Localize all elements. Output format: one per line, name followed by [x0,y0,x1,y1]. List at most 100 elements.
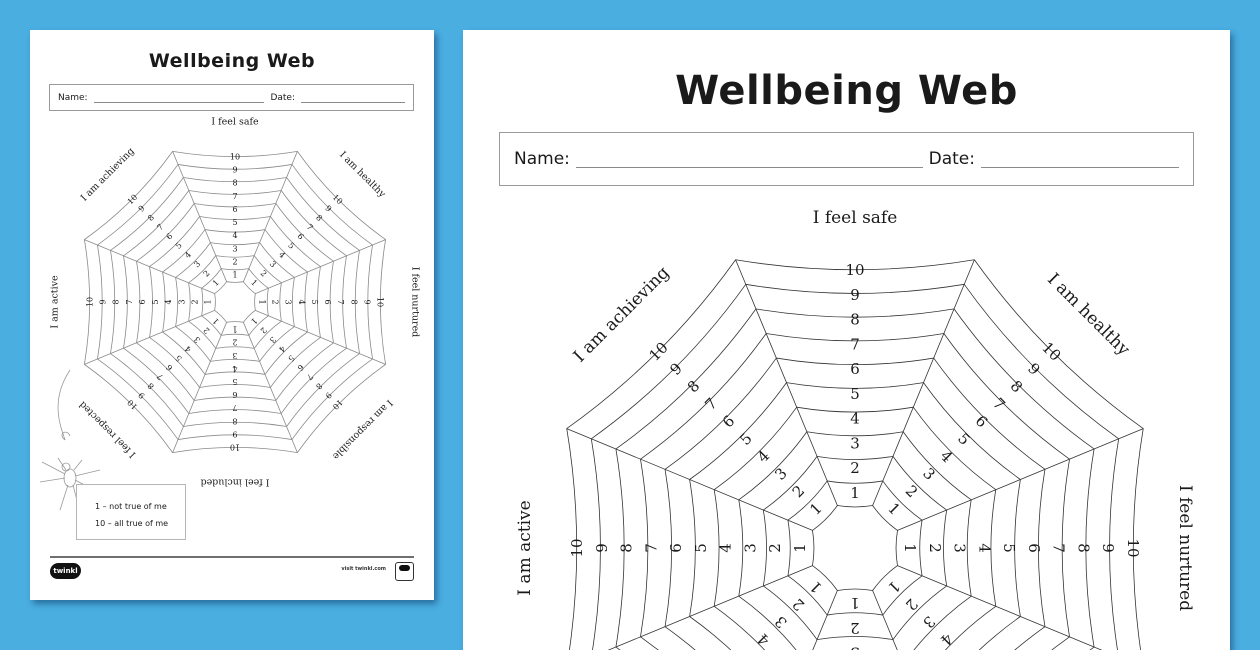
level-number: 2 [902,595,921,614]
level-number: 4 [937,630,956,649]
level-number: 4 [277,250,287,260]
level-number: 10 [645,338,671,364]
name-field[interactable] [93,102,265,103]
date-field[interactable] [981,166,1179,168]
level-number: 1 [211,316,221,326]
level-number: 6 [165,232,175,242]
level-number: 8 [850,311,860,329]
level-number: 1 [850,594,860,612]
level-number: 9 [1099,543,1117,553]
level-number: 2 [202,325,212,335]
date-field[interactable] [301,102,405,103]
level-number: 10 [230,443,240,452]
level-number: 1 [258,299,267,304]
level-number: 3 [192,335,202,345]
key-line-high: 10 – all true of me [95,519,169,528]
level-number: 10 [1124,538,1142,557]
level-number: 1 [806,577,825,596]
web-ring [149,216,321,388]
level-number: 2 [789,482,808,501]
web-ring [812,505,898,591]
sector-label: I feel nurtured [410,267,421,338]
level-number: 6 [323,299,332,304]
web-ring [188,255,282,349]
level-number: 2 [258,325,268,335]
level-number: 3 [192,259,202,269]
level-number: 2 [258,269,268,279]
level-number: 1 [884,577,903,596]
web-ring [201,268,269,336]
level-number: 2 [850,619,860,637]
level-number: 9 [593,543,611,553]
sector-label: I feel safe [813,208,898,228]
level-number: 3 [741,543,759,553]
level-number: 4 [183,344,193,354]
level-number: 4 [232,364,237,373]
sector-label: I feel safe [211,117,259,128]
level-number: 5 [736,429,755,448]
level-number: 3 [177,299,186,304]
level-number: 8 [1007,377,1026,396]
level-number: 10 [85,297,94,307]
web-ring [787,480,923,616]
web-ring [590,283,1120,650]
web-ring [738,431,972,650]
level-number: 3 [284,299,293,304]
level-number: 2 [190,299,199,304]
level-number: 4 [717,543,735,553]
level-number: 3 [771,464,790,483]
web-ring [566,259,1144,650]
level-number: 4 [754,447,773,466]
web-spoke [607,565,813,650]
level-number: 5 [286,241,296,251]
level-number: 10 [126,398,140,412]
level-number: 7 [125,299,134,304]
level-number: 7 [642,543,660,553]
level-number: 1 [211,278,221,288]
level-number: 9 [1024,359,1043,378]
level-number: 9 [850,286,860,304]
date-label: Date: [270,92,295,103]
level-number: 9 [666,359,685,378]
level-number: 6 [232,390,237,399]
level-number: 8 [618,543,636,553]
level-number: 5 [692,543,710,553]
level-number: 2 [766,543,784,553]
level-number: 5 [151,299,160,304]
level-number: 4 [164,299,173,304]
web-ring [214,281,256,323]
level-number: 10 [1038,338,1064,364]
level-number: 7 [336,299,345,304]
name-label: Name: [58,92,88,103]
level-number: 3 [919,464,938,483]
name-field[interactable] [575,166,923,168]
level-number: 1 [850,484,860,502]
level-number: 5 [954,429,973,448]
level-number: 8 [684,377,703,396]
level-number: 2 [850,459,860,477]
level-number: 1 [806,499,825,518]
level-number: 1 [232,325,237,334]
level-number: 9 [137,390,147,400]
level-number: 3 [951,543,969,553]
name-label: Name: [514,149,570,169]
level-number: 9 [232,166,237,175]
level-number: 4 [937,447,956,466]
level-number: 1 [901,543,919,553]
level-number: 6 [295,232,305,242]
web-ring [110,177,360,427]
level-number: 4 [754,630,773,649]
level-number: 3 [919,612,938,631]
name-date-box: Name: Date: [49,84,414,111]
level-number: 4 [232,231,237,240]
level-number: 8 [314,213,324,223]
level-number: 8 [146,381,156,391]
web-ring [664,357,1046,650]
name-date-box: Name: Date: [499,132,1194,186]
web-ring [162,229,308,375]
level-number: 3 [850,644,860,650]
level-number: 2 [926,543,944,553]
